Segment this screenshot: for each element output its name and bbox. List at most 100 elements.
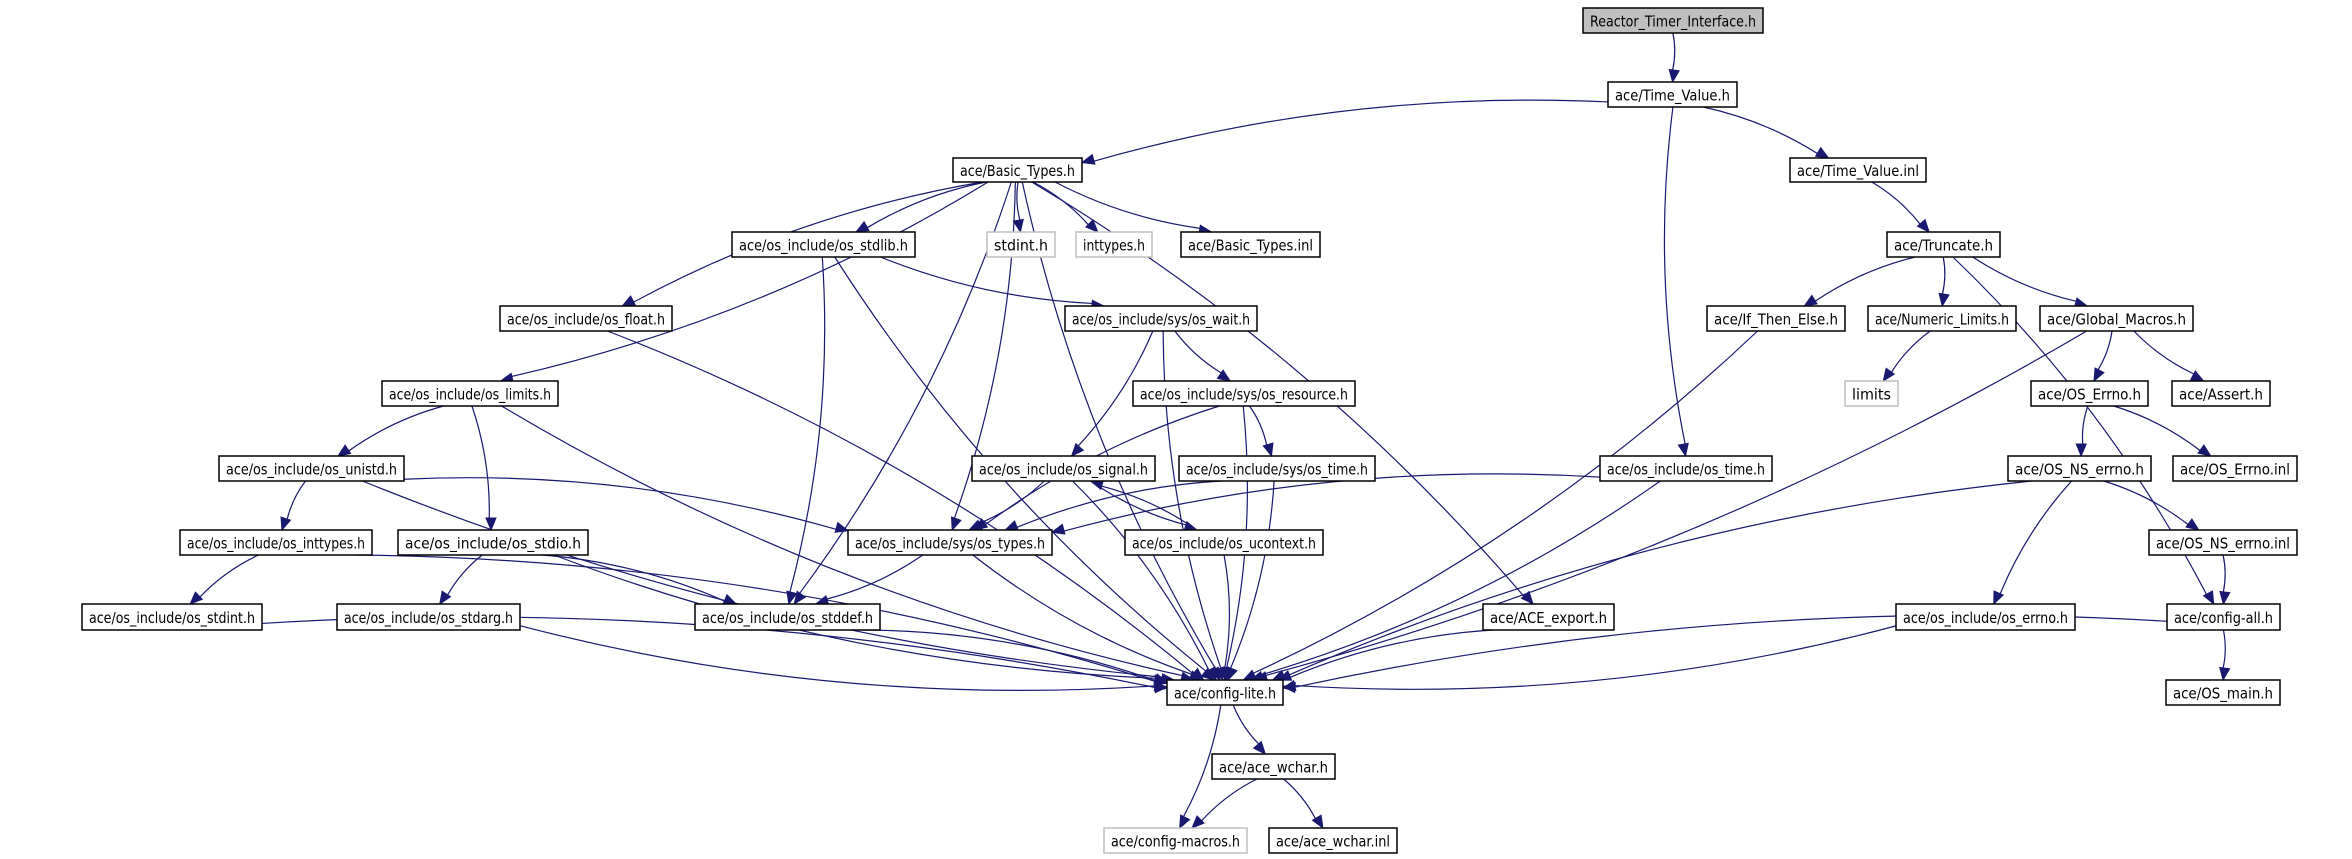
node-truncate-h[interactable]: ace/Truncate.h (1886, 231, 2001, 258)
node-stdint-h: stdint.h (986, 231, 1056, 258)
node-os-limits[interactable]: ace/os_include/os_limits.h (381, 380, 559, 407)
node-box (1268, 827, 1398, 854)
node-os-time[interactable]: ace/os_include/os_time.h (1599, 455, 1773, 482)
node-numeric-limits[interactable]: ace/Numeric_Limits.h (1867, 305, 2017, 332)
node-label: ace/os_include/os_time.h (1607, 461, 1765, 480)
node-config-lite[interactable]: ace/config-lite.h (1166, 679, 1284, 706)
node-if-then-else[interactable]: ace/If_Then_Else.h (1706, 305, 1846, 332)
arrowhead-icon (2189, 370, 2205, 382)
arrowhead-icon (854, 220, 870, 233)
node-time-value-inl[interactable]: ace/Time_Value.inl (1789, 157, 1927, 183)
node-os-resource[interactable]: ace/os_include/sys/os_resource.h (1132, 380, 1356, 407)
edge-ace_export-to-config_lite (1290, 629, 1493, 678)
arrowhead-icon (1938, 292, 1950, 308)
arrowhead-icon (1668, 68, 1680, 84)
edge-basic_types_h-to-os_float (633, 181, 983, 303)
arrowhead-icon (2093, 367, 2105, 383)
node-os-stddef[interactable]: ace/os_include/os_stddef.h (694, 603, 881, 631)
arrowhead-icon (1205, 666, 1217, 682)
edge-time_value_h-to-basic_types_h (1093, 99, 1609, 162)
node-os-wait[interactable]: ace/os_include/sys/os_wait.h (1064, 305, 1258, 332)
node-box (986, 231, 1056, 258)
node-box (847, 529, 1053, 556)
node-sys-os-time[interactable]: ace/os_include/sys/os_time.h (1178, 455, 1376, 482)
node-os-inttypes[interactable]: ace/os_include/os_inttypes.h (179, 529, 373, 556)
arrowhead-icon (1882, 367, 1896, 383)
node-label: ace/os_include/os_limits.h (389, 386, 551, 405)
arrowhead-icon (1004, 520, 1019, 531)
edge-os_time-to-os_types (1063, 473, 1601, 532)
node-assert-h[interactable]: ace/Assert.h (2171, 380, 2271, 407)
node-label: stdint.h (994, 237, 1048, 255)
node-os-stdio[interactable]: ace/os_include/os_stdio.h (397, 529, 589, 556)
node-os-types[interactable]: ace/os_include/sys/os_types.h (847, 529, 1053, 556)
node-box (1599, 455, 1773, 482)
node-inttypes-h: inttypes.h (1075, 231, 1153, 258)
node-box (1789, 157, 1927, 183)
node-reactor-timer-interface[interactable]: Reactor_Timer_Interface.h (1582, 7, 1764, 34)
node-os-ucontext[interactable]: ace/os_include/os_ucontext.h (1124, 529, 1324, 556)
node-box (381, 380, 559, 407)
edge-basic_types_h-to-os_types (953, 181, 1016, 519)
node-label: ace/config-lite.h (1174, 685, 1276, 703)
node-ace-wchar-inl[interactable]: ace/ace_wchar.inl (1268, 827, 1398, 854)
node-box (218, 455, 405, 482)
arrowhead-icon (439, 590, 452, 606)
node-label: ace/os_include/os_stddef.h (702, 609, 873, 628)
edge-truncate_h-to-if_then_else (1814, 256, 1916, 302)
node-label: ace/os_include/os_stdint.h (89, 609, 255, 628)
node-box (397, 529, 589, 556)
arrowhead-icon (336, 444, 352, 457)
node-os-signal[interactable]: ace/os_include/os_signal.h (971, 455, 1156, 482)
edge-os_errno_h-to-os_errno_inl (2113, 405, 2201, 451)
arrowhead-icon (1916, 218, 1931, 233)
node-box (1166, 679, 1284, 706)
node-os-float[interactable]: ace/os_include/os_float.h (499, 305, 673, 332)
arrowhead-icon (1677, 442, 1689, 458)
edge-os_wait-to-os_resource (1174, 330, 1222, 374)
node-box (1064, 305, 1258, 332)
node-label: inttypes.h (1083, 237, 1145, 255)
arrowhead-icon (2185, 518, 2200, 531)
node-box (2171, 380, 2271, 407)
arrowhead-icon (1179, 814, 1191, 830)
arrowhead-icon (280, 516, 292, 532)
node-label: ace/os_include/sys/os_time.h (1186, 461, 1368, 480)
edge-truncate_h-to-numeric_limits (1941, 256, 1946, 295)
node-ace-export[interactable]: ace/ACE_export.h (1482, 603, 1615, 631)
node-os-errno-inl[interactable]: ace/OS_Errno.inl (2172, 455, 2298, 482)
node-global-macros[interactable]: ace/Global_Macros.h (2039, 305, 2194, 332)
node-time-value-h[interactable]: ace/Time_Value.h (1607, 81, 1738, 108)
node-box (1706, 305, 1846, 332)
node-box (2172, 455, 2298, 482)
node-ace-wchar-h[interactable]: ace/ace_wchar.h (1211, 753, 1336, 780)
node-label: ace/Basic_Types.inl (1188, 237, 1313, 256)
node-os-main[interactable]: ace/OS_main.h (2165, 679, 2281, 706)
node-basic-types-h[interactable]: ace/Basic_Types.h (952, 157, 1083, 183)
node-label: ace/os_include/os_float.h (507, 311, 665, 330)
arrowhead-icon (834, 521, 850, 533)
node-limits: limits (1844, 380, 1899, 407)
node-os-stdarg[interactable]: ace/os_include/os_stdarg.h (336, 603, 521, 631)
node-os-unistd[interactable]: ace/os_include/os_unistd.h (218, 455, 405, 482)
node-config-all[interactable]: ace/config-all.h (2166, 603, 2281, 631)
node-os-errno-inc[interactable]: ace/os_include/os_errno.h (1895, 603, 2076, 631)
node-box (1178, 455, 1376, 482)
edge-os_ns_errno_h-to-os_ns_errno_inl (2103, 480, 2189, 525)
node-os-ns-errno-inl[interactable]: ace/OS_NS_errno.inl (2148, 529, 2298, 556)
node-box (1886, 231, 2001, 258)
edges-layer (189, 32, 2231, 830)
arrowhead-icon (1216, 369, 1232, 382)
arrowhead-icon (1050, 523, 1066, 535)
node-basic-types-inl[interactable]: ace/Basic_Types.inl (1180, 231, 1321, 258)
node-os-stdlib[interactable]: ace/os_include/os_stdlib.h (731, 231, 916, 258)
node-os-stdint[interactable]: ace/os_include/os_stdint.h (81, 603, 263, 631)
edge-os_ns_errno_h-to-config_lite (1284, 480, 2032, 678)
node-label: ace/ace_wchar.h (1219, 759, 1328, 778)
node-os-errno-h[interactable]: ace/OS_Errno.h (2030, 380, 2149, 407)
node-os-ns-errno-h[interactable]: ace/OS_NS_errno.h (2007, 455, 2152, 482)
node-label: ace/os_include/os_inttypes.h (187, 535, 365, 554)
arrowhead-icon (1080, 153, 1096, 165)
node-label: ace/os_include/sys/os_types.h (855, 535, 1045, 554)
